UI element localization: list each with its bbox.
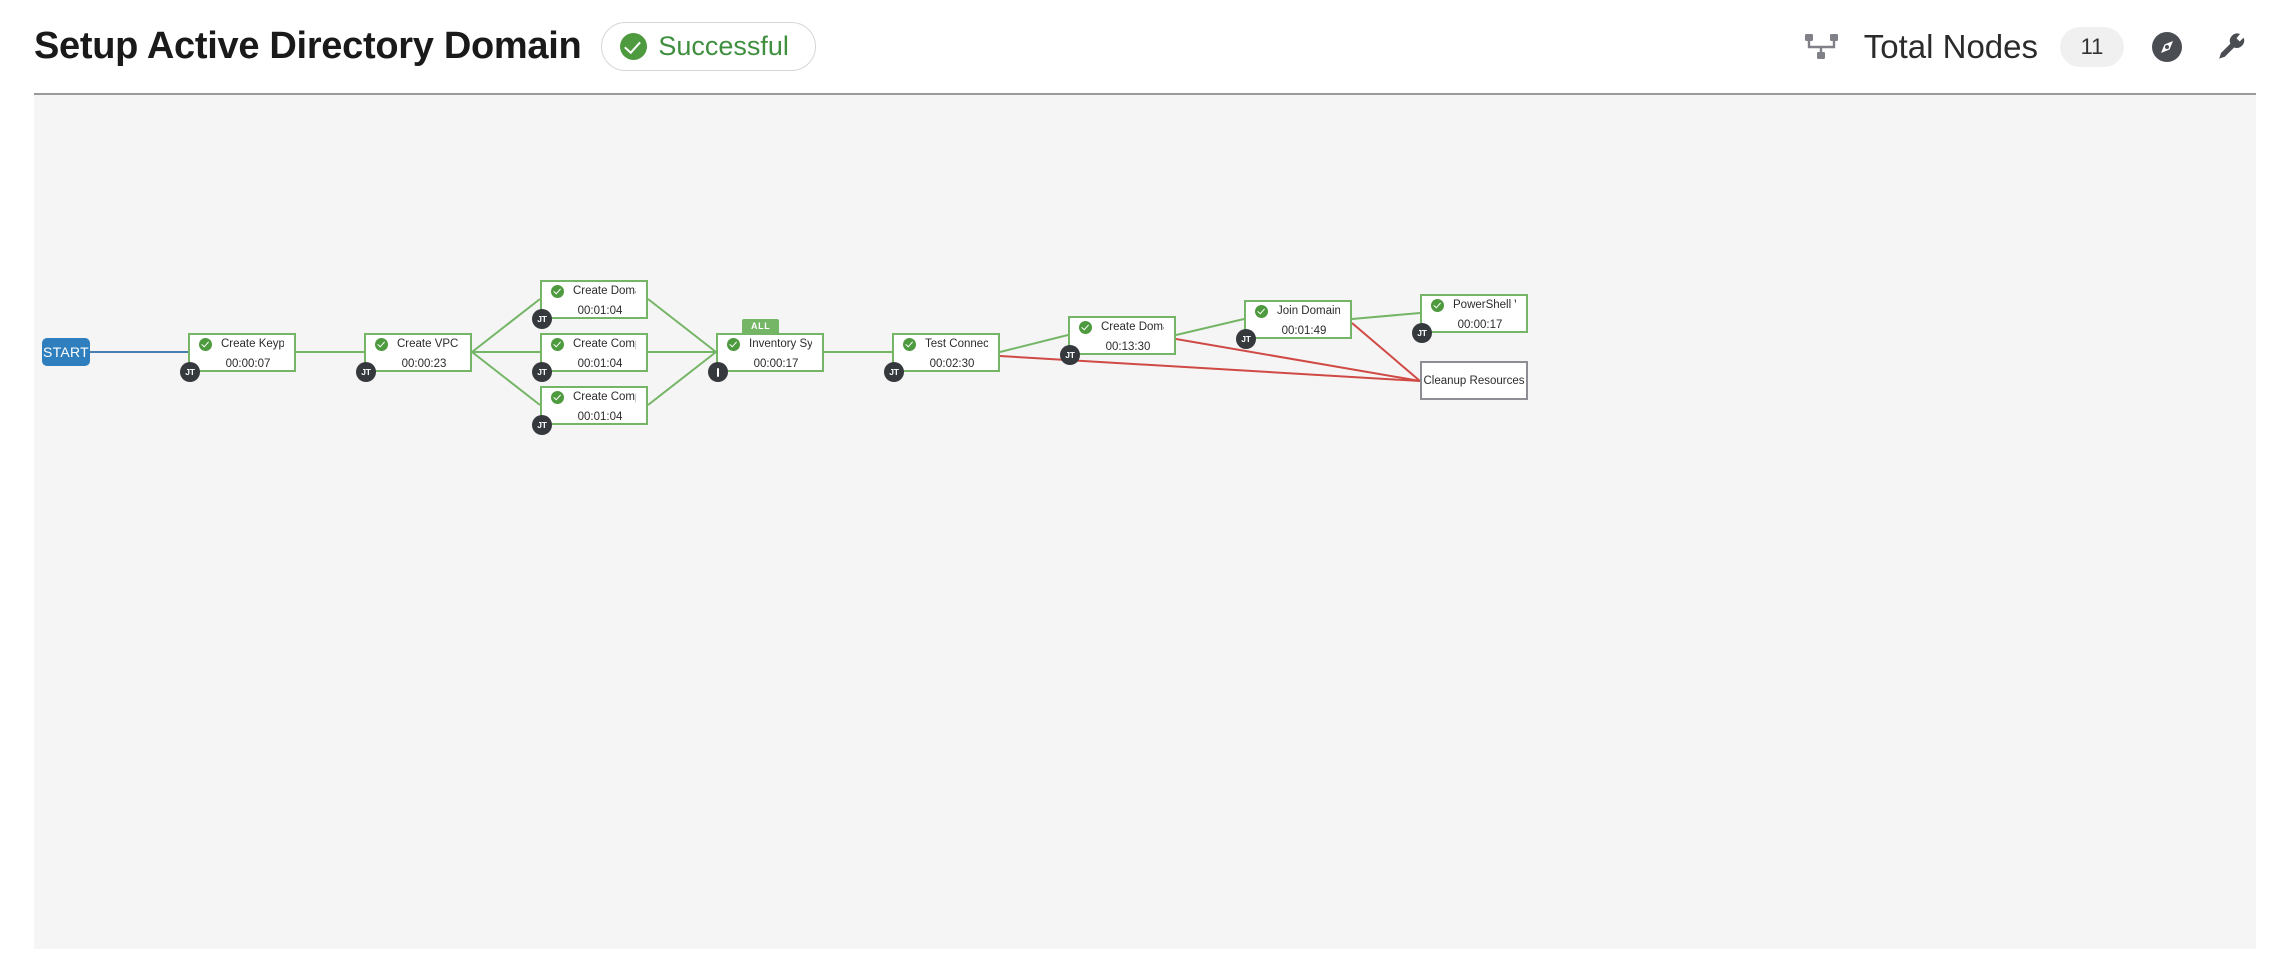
node-title: Create VPC — [397, 338, 459, 350]
edge-domain-controller-to-inventory — [647, 298, 717, 353]
node-elapsed-time: 00:13:30 — [1105, 341, 1151, 353]
job-template-badge[interactable]: JT — [356, 362, 376, 382]
node-header: Create Domain Contr... — [542, 282, 646, 300]
inventory-bar-icon — [716, 367, 720, 377]
check-circle-icon — [375, 337, 388, 351]
node-title: PowerShell Validation — [1453, 299, 1516, 311]
header-left-group: Setup Active Directory Domain Successful — [0, 22, 816, 71]
node-header: Create Computer (2) — [542, 388, 646, 406]
node-header: Join Domain — [1246, 302, 1350, 320]
edge-vpc-to-domain-controller — [471, 298, 541, 353]
check-circle-icon — [1255, 304, 1268, 318]
node-header: Create Computer (1) — [542, 335, 646, 353]
node-title: Create Domain Contr... — [573, 285, 636, 297]
check-circle-icon — [199, 337, 212, 351]
node-create-computer-2[interactable]: Create Computer (2) 00:01:04 — [540, 386, 648, 425]
node-header: Cleanup Resources — [1422, 375, 1526, 387]
node-create-vpc[interactable]: Create VPC 00:00:23 — [364, 333, 472, 372]
node-elapsed-time: 00:02:30 — [929, 358, 975, 370]
workflow-canvas[interactable]: START Create Keypair 00:00:07 JT Create … — [34, 95, 2256, 949]
check-circle-icon — [551, 337, 564, 351]
edge-join-domain-to-cleanup — [1351, 322, 1421, 382]
page-header: Setup Active Directory Domain Successful… — [0, 0, 2290, 93]
node-elapsed-time: 00:01:04 — [577, 305, 623, 317]
node-create-domain[interactable]: Create Domain 00:13:30 — [1068, 316, 1176, 355]
header-right-group: Total Nodes 11 — [1804, 26, 2290, 68]
total-nodes-count: 11 — [2060, 26, 2124, 67]
node-header: Test Connectivity — [894, 335, 998, 353]
job-template-badge[interactable]: JT — [884, 362, 904, 382]
node-test-connectivity[interactable]: Test Connectivity 00:02:30 — [892, 333, 1000, 372]
node-title: Create Computer (2) — [573, 391, 636, 403]
check-circle-icon — [727, 337, 740, 351]
total-nodes-label: Total Nodes — [1863, 27, 2038, 65]
check-circle-icon — [1431, 298, 1444, 312]
convergence-tag-all: ALL — [742, 319, 780, 333]
node-header: Create Keypair — [190, 335, 294, 353]
node-elapsed-time: 00:00:07 — [225, 358, 271, 370]
job-template-badge[interactable]: JT — [532, 362, 552, 382]
job-template-badge[interactable]: JT — [1060, 345, 1080, 365]
header-divider — [34, 93, 2256, 95]
check-circle-icon — [551, 390, 564, 404]
job-template-badge[interactable]: JT — [1412, 323, 1432, 343]
node-elapsed-time: 00:01:04 — [577, 411, 623, 423]
node-header: Create Domain — [1070, 318, 1174, 336]
edge-create-domain-to-cleanup — [1175, 338, 1421, 382]
edge-create-domain-to-join-domain — [1175, 318, 1245, 336]
edge-join-domain-to-powershell-validation — [1351, 312, 1421, 320]
node-elapsed-time: 00:00:17 — [1457, 319, 1503, 331]
sitemap-icon — [1804, 32, 1842, 62]
start-node-label: START — [42, 344, 90, 360]
node-header: Create VPC — [366, 335, 470, 353]
node-create-domain-controller[interactable]: Create Domain Contr... 00:01:04 — [540, 280, 648, 319]
job-template-badge[interactable]: JT — [532, 309, 552, 329]
node-join-domain[interactable]: Join Domain 00:01:49 — [1244, 300, 1352, 339]
node-title: Create Keypair — [221, 338, 284, 350]
inventory-source-badge[interactable] — [708, 362, 728, 382]
node-title: Join Domain — [1277, 305, 1340, 317]
check-circle-icon — [620, 33, 648, 60]
node-title: Cleanup Resources — [1423, 374, 1525, 387]
wrench-icon[interactable] — [2210, 26, 2252, 68]
node-elapsed-time: 00:00:23 — [401, 358, 447, 370]
edge-test-connectivity-to-create-domain — [999, 334, 1069, 353]
check-circle-icon — [903, 337, 916, 351]
node-elapsed-time: 00:01:49 — [1281, 325, 1327, 337]
node-elapsed-time: 00:01:04 — [577, 358, 623, 370]
check-circle-icon — [1079, 320, 1092, 334]
workflow-edges — [90, 298, 1421, 406]
job-template-badge[interactable]: JT — [532, 415, 552, 435]
node-header: PowerShell Validation — [1422, 296, 1526, 314]
node-powershell-validation[interactable]: PowerShell Validation 00:00:17 — [1420, 294, 1528, 333]
node-elapsed-time: 00:00:17 — [753, 358, 799, 370]
node-title: Create Computer (1) — [573, 338, 636, 350]
node-title: Create Domain — [1101, 321, 1164, 333]
node-inventory-sync[interactable]: Inventory Sync 00:00:17 — [716, 333, 824, 372]
node-create-computer-1[interactable]: Create Computer (1) 00:01:04 — [540, 333, 648, 372]
status-badge: Successful — [601, 22, 816, 71]
page-title: Setup Active Directory Domain — [34, 25, 582, 67]
job-template-badge[interactable]: JT — [1236, 329, 1256, 349]
node-header: Inventory Sync — [718, 335, 822, 353]
status-badge-label: Successful — [658, 31, 789, 61]
edge-computer-2-to-inventory — [647, 351, 717, 406]
compass-icon[interactable] — [2146, 26, 2188, 68]
start-node[interactable]: START — [42, 338, 90, 366]
node-title: Inventory Sync — [749, 338, 812, 350]
job-template-badge[interactable]: JT — [180, 362, 200, 382]
node-title: Test Connectivity — [925, 338, 988, 350]
node-cleanup-resources[interactable]: Cleanup Resources — [1420, 361, 1528, 400]
node-create-keypair[interactable]: Create Keypair 00:00:07 — [188, 333, 296, 372]
check-circle-icon — [551, 284, 564, 298]
edge-vpc-to-computer-2 — [471, 351, 541, 406]
